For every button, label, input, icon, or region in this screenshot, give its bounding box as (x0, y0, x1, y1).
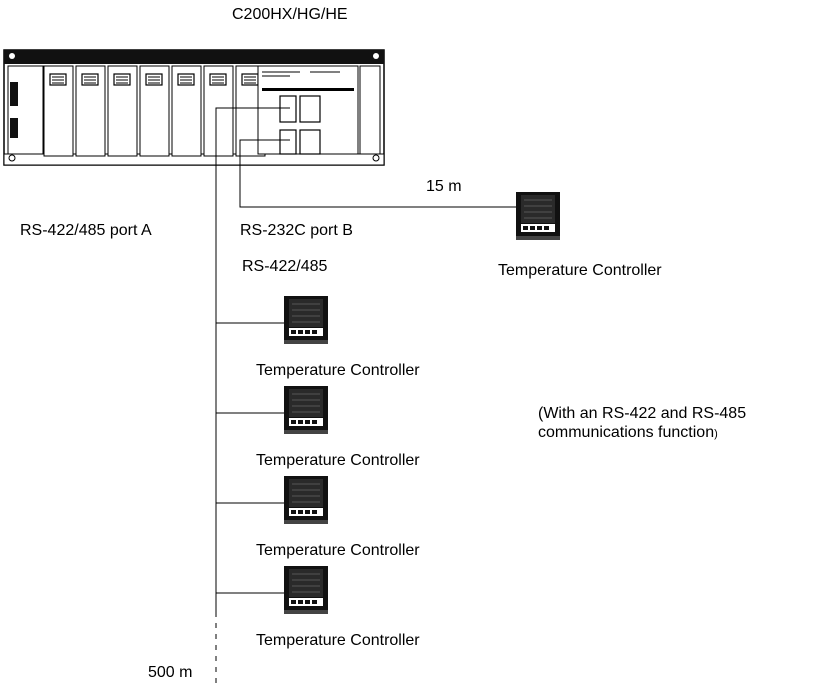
note-line-1: (With an RS-422 and RS-485 (538, 405, 747, 422)
port-b-cable (239, 139, 518, 208)
controller-label-rs232: Temperature Controller (498, 262, 662, 279)
mount-screw (8, 154, 16, 162)
temperature-controller-bus-1 (283, 295, 329, 345)
temperature-controller-rs232 (515, 191, 561, 241)
power-supply (7, 65, 44, 155)
communications-note: (With an RS-422 and RS-485 communication… (538, 404, 746, 444)
temperature-controller-bus-2 (283, 385, 329, 435)
note-line-2-text: communications function (538, 424, 715, 441)
rs232-distance-label: 15 m (426, 178, 462, 195)
controller-label-bus-2: Temperature Controller (256, 452, 420, 469)
controller-label-bus-4: Temperature Controller (256, 632, 420, 649)
io-slot (75, 65, 106, 157)
io-slot (203, 65, 234, 157)
note-line-2: communications function) (538, 423, 746, 444)
port-a-connector (279, 95, 297, 123)
mount-screw (373, 53, 379, 59)
port-b-connector (279, 129, 297, 155)
mount-screw (9, 53, 15, 59)
temperature-controller-bus-3 (283, 475, 329, 525)
io-slot (139, 65, 170, 157)
port-b-label: RS-232C port B (240, 222, 353, 239)
bus-type-label: RS-422/485 (242, 258, 328, 275)
io-slot (107, 65, 138, 157)
port-a-cable (215, 107, 290, 612)
plc-rack (3, 49, 385, 166)
temperature-controller-bus-4 (283, 565, 329, 615)
bus-distance-label: 500 m (148, 664, 193, 681)
port-a-label: RS-422/485 port A (20, 222, 152, 239)
note-close-paren: ) (714, 428, 718, 440)
io-slot (171, 65, 202, 157)
controller-label-bus-3: Temperature Controller (256, 542, 420, 559)
connection-lines (215, 107, 518, 685)
mount-screw (372, 154, 380, 162)
plc-model-label: C200HX/HG/HE (232, 6, 348, 23)
io-slot (43, 65, 74, 157)
controller-label-bus-1: Temperature Controller (256, 362, 420, 379)
